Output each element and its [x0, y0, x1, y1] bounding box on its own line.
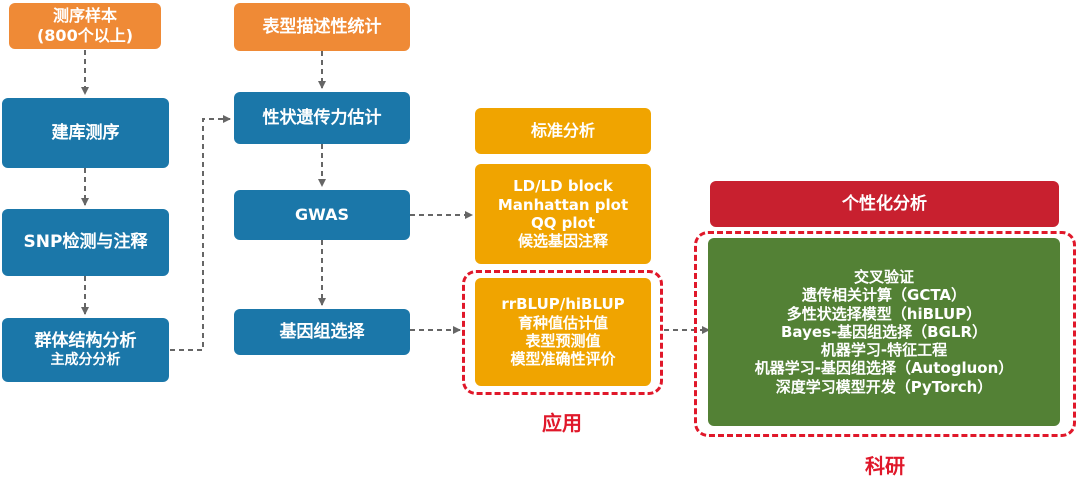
application-items: rrBLUP/hiBLUP 育种值估计值 表型预测值 模型准确性评价 — [475, 278, 651, 386]
application-item: rrBLUP/hiBLUP — [501, 295, 625, 314]
personalized-item: 机器学习-基因组选择（Autogluon） — [754, 359, 1014, 378]
gwas-box: GWAS — [234, 190, 410, 240]
standard-item: 候选基因注释 — [517, 232, 608, 251]
sample-box: 测序样本 (800个以上) — [9, 3, 161, 49]
snp-detection-box: SNP检测与注释 — [2, 209, 169, 276]
library-sequencing-label: 建库测序 — [51, 122, 120, 143]
application-item: 表型预测值 — [525, 332, 601, 350]
population-structure-box: 群体结构分析 主成分分析 — [2, 318, 169, 382]
gwas-label: GWAS — [295, 205, 349, 225]
personalized-analysis-title: 个性化分析 — [842, 193, 927, 214]
application-item: 育种值估计值 — [517, 313, 608, 332]
personalized-analysis-items: 交叉验证 遗传相关计算（GCTA） 多性状选择模型（hiBLUP） Bayes-… — [708, 238, 1060, 426]
sample-line1: 测序样本 — [52, 6, 117, 26]
phenotype-stats-label: 表型描述性统计 — [262, 16, 382, 37]
standard-analysis-items: LD/LD block Manhattan plot QQ plot 候选基因注… — [475, 164, 651, 264]
library-sequencing-box: 建库测序 — [2, 98, 169, 168]
personalized-item: 深度学习模型开发（PyTorch） — [775, 377, 993, 396]
standard-item: QQ plot — [530, 214, 596, 232]
research-dashed-frame — [694, 231, 1076, 437]
research-label: 科研 — [865, 454, 905, 478]
arrow-population-to-heritability — [170, 115, 231, 351]
personalized-item: Bayes-基因组选择（BGLR） — [780, 322, 988, 341]
genomic-selection-label: 基因组选择 — [279, 321, 365, 342]
personalized-item: 机器学习-特征工程 — [820, 341, 948, 360]
application-dashed-frame — [462, 270, 663, 395]
standard-analysis-header: 标准分析 — [475, 108, 651, 154]
phenotype-stats-box: 表型描述性统计 — [234, 3, 410, 51]
personalized-item: 遗传相关计算（GCTA） — [802, 286, 966, 305]
sample-line2: (800个以上) — [36, 26, 134, 45]
personalized-analysis-header: 个性化分析 — [710, 181, 1059, 227]
heritability-box: 性状遗传力估计 — [234, 92, 410, 144]
heritability-label: 性状遗传力估计 — [262, 107, 382, 128]
snp-detection-label: SNP检测与注释 — [23, 232, 148, 253]
standard-item: Manhattan plot — [497, 195, 629, 214]
personalized-item: 交叉验证 — [853, 267, 914, 286]
genomic-selection-box: 基因组选择 — [234, 309, 410, 355]
standard-item: LD/LD block — [513, 177, 613, 196]
population-structure-label: 群体结构分析 — [34, 331, 137, 352]
application-item: 模型准确性评价 — [510, 350, 616, 369]
pca-label: 主成分分析 — [50, 351, 121, 368]
standard-analysis-title: 标准分析 — [530, 121, 595, 141]
application-label: 应用 — [542, 411, 582, 435]
personalized-item: 多性状选择模型（hiBLUP） — [786, 304, 982, 323]
